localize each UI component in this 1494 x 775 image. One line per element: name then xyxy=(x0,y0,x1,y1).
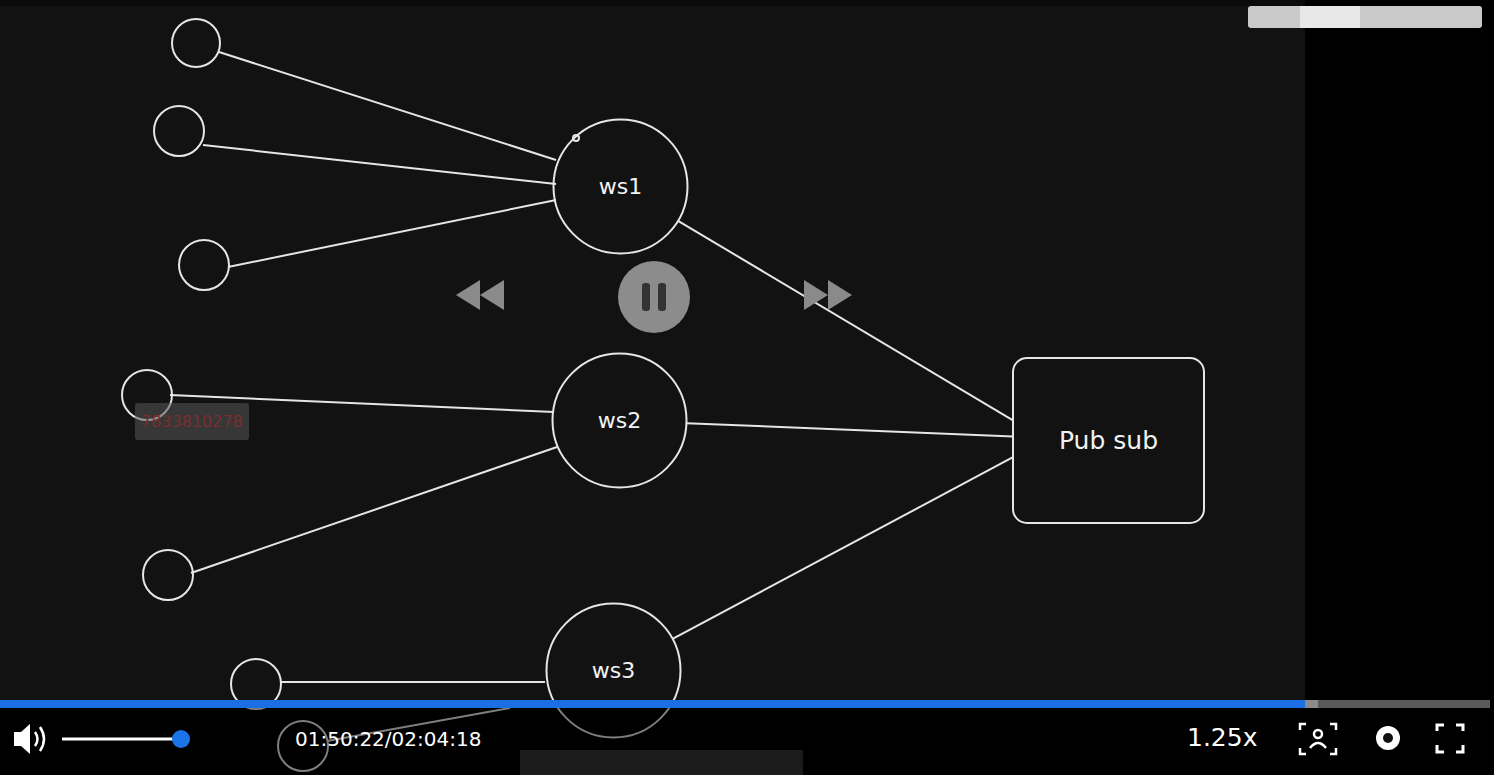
participants-icon xyxy=(1300,724,1336,754)
client-wire xyxy=(203,145,556,184)
node-label: ws1 xyxy=(599,174,642,199)
presenter-thumbnail xyxy=(1248,6,1482,28)
client-wire xyxy=(170,395,554,412)
circle-outline xyxy=(553,354,687,488)
node-label: ws2 xyxy=(598,408,641,433)
connector-line xyxy=(673,457,1013,639)
box-outline xyxy=(1013,358,1204,523)
client-wire xyxy=(281,681,545,683)
presenter-thumbnail xyxy=(1300,6,1360,28)
client-wire xyxy=(228,200,556,267)
progress-track xyxy=(0,700,1490,708)
forward-icon xyxy=(804,280,828,310)
forward-icon xyxy=(828,280,852,310)
buffered-bar xyxy=(0,700,1318,708)
side-panel xyxy=(1305,0,1494,700)
server-circle: ws3 xyxy=(545,602,682,739)
client-circle xyxy=(179,240,229,290)
volume-icon xyxy=(35,727,44,751)
rewind-icon xyxy=(456,280,504,310)
fullscreen-icon xyxy=(1437,725,1463,752)
client-circle xyxy=(231,659,281,709)
client-circle xyxy=(278,721,328,771)
settings-icon xyxy=(1383,733,1393,743)
top-strip xyxy=(0,0,1494,6)
client-group xyxy=(122,19,579,771)
connector-line xyxy=(686,423,1013,436)
client-wire xyxy=(219,52,556,160)
volume-icon xyxy=(14,724,30,754)
pause-icon xyxy=(658,283,666,311)
connector-line xyxy=(678,221,1013,421)
server-circle: ws2 xyxy=(551,352,688,489)
participants-icon xyxy=(1314,730,1322,738)
circle-outline xyxy=(554,120,688,254)
progress-bar xyxy=(0,700,1305,708)
control-bar xyxy=(0,708,1494,775)
pubsub-box: Pub sub xyxy=(1012,357,1205,524)
rewind-icon xyxy=(480,280,504,310)
rewind-icon xyxy=(456,280,480,310)
participants-icon xyxy=(1300,724,1336,754)
settings-icon xyxy=(1376,726,1400,750)
volume-knob xyxy=(172,730,190,748)
client-wire xyxy=(327,708,510,741)
time-display: 01:50:22/02:04:18 xyxy=(295,727,481,751)
client-circle xyxy=(122,370,172,420)
pause-icon xyxy=(642,283,650,311)
client-circle xyxy=(154,106,204,156)
forward-icon xyxy=(804,280,852,310)
video-canvas xyxy=(0,0,1305,700)
node-label: Pub sub xyxy=(1059,426,1158,455)
client-circle xyxy=(172,19,220,67)
client-circle xyxy=(143,550,193,600)
circle-outline xyxy=(547,604,681,738)
watermark: 7833810278 xyxy=(135,403,249,440)
node-label: ws3 xyxy=(592,658,635,683)
participants-icon xyxy=(1310,743,1326,748)
pause-button xyxy=(618,261,690,333)
toolbar-fragment xyxy=(520,750,803,775)
speed-label: 1.25x xyxy=(1187,723,1257,752)
server-circle: ws1 xyxy=(552,118,689,255)
client-wire xyxy=(191,447,557,573)
volume-slider xyxy=(62,738,181,741)
